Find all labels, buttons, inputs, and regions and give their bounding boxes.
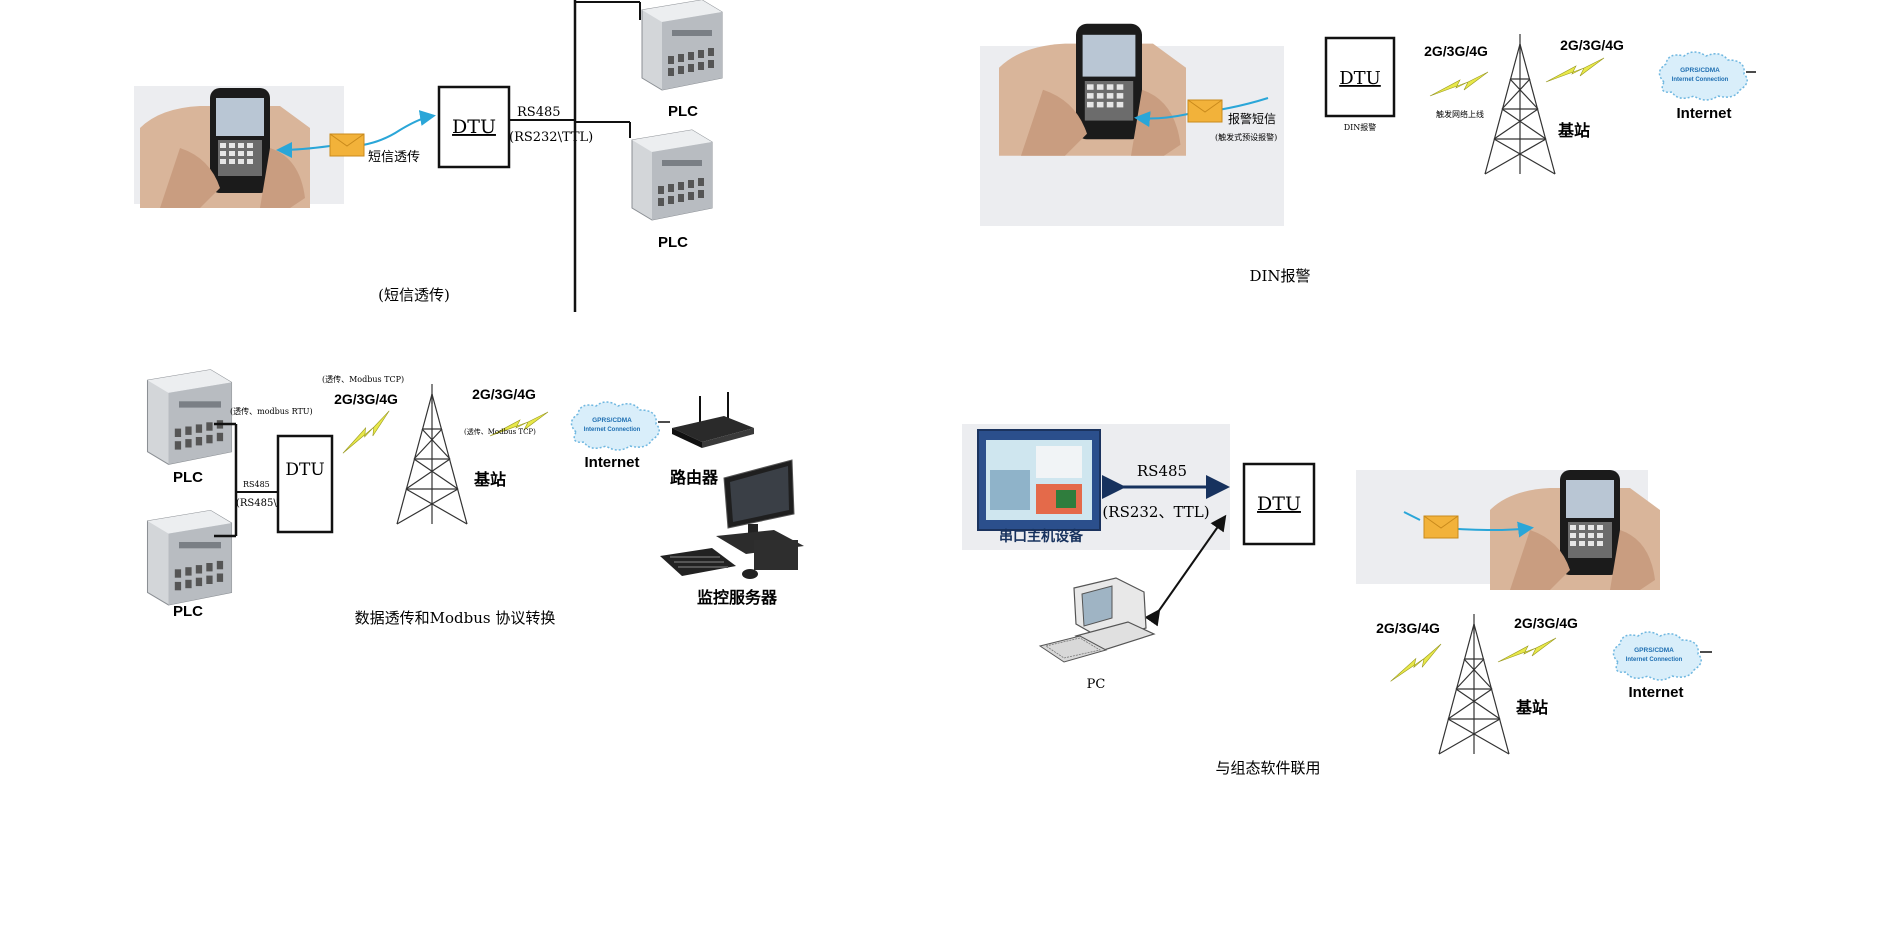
internet-label: Internet [1628, 684, 1683, 701]
dtu-label: DTU [1339, 68, 1381, 89]
pc-icon [1038, 577, 1156, 663]
base-tower-icon [1438, 613, 1510, 755]
proto-net-label: (透传、Modbus TCP) [322, 374, 404, 384]
rs485-label: RS485 [243, 480, 270, 489]
cloud-line2: Internet Connection [584, 427, 641, 433]
network-left-label: 2G/3G/4G [1424, 43, 1488, 59]
caption-scada: 与组态软件联用 [1215, 759, 1320, 777]
alarm-arrow-left [1134, 111, 1189, 128]
pc-label: PC [1087, 677, 1106, 692]
rs485-label: RS485 [517, 105, 561, 120]
base-station-label: 基站 [1557, 121, 1590, 140]
dtu-label: DTU [452, 116, 496, 138]
internet-cloud-icon [570, 401, 660, 451]
router-icon [672, 392, 754, 448]
router-label: 路由器 [670, 468, 719, 487]
base-tower-icon [396, 383, 468, 525]
dtu-box [1242, 462, 1316, 546]
proto-left-label: (透传、modbus RTU) [230, 406, 313, 416]
monitor-server-icon [660, 459, 804, 579]
plc-bottom-label: PLC [173, 603, 203, 620]
wireless-bolt-icon [1429, 71, 1489, 97]
envelope-icon [1187, 99, 1223, 123]
cloud-line1: GPRS/CDMA [592, 417, 632, 424]
network-left-label: 2G/3G/4G [1376, 620, 1440, 636]
wireless-bolt-icon [1497, 637, 1557, 663]
envelope-icon [1423, 515, 1459, 539]
plc-top-label: PLC [668, 103, 698, 120]
sms-arrow-left [276, 141, 331, 158]
internet-cloud-icon [1612, 631, 1702, 681]
alarm-sms-label: 报警短信 [1228, 111, 1276, 126]
internet-label: Internet [1676, 105, 1731, 122]
rs232-ttl-label: (RS232、TTL) [1102, 503, 1209, 521]
serial-host-device-icon [977, 429, 1101, 531]
panel-din: 报警短信 (触发式预设报警) DTU DIN报警 2G/3G/4G 触发网络上线… [980, 23, 1756, 285]
wireless-bolt-icon [334, 410, 398, 454]
panel-sms: 短信透传 DTU RS485 (RS232\TTL) PLC PLC (短信透传… [134, 0, 723, 312]
dtu-label: DTU [285, 460, 324, 480]
envelope-icon [329, 133, 365, 157]
plc-top-icon [146, 369, 233, 465]
base-station-label: 基站 [1515, 698, 1548, 717]
network-right-label: 2G/3G/4G [472, 386, 536, 402]
dtu-box [276, 434, 334, 534]
dtu-sub-label: DIN报警 [1344, 122, 1377, 132]
network-left-label: 2G/3G/4G [334, 391, 398, 407]
base-tower-icon [1484, 33, 1556, 175]
network-left-sub: 触发网络上线 [1436, 109, 1484, 119]
cloud-line2: Internet Connection [1626, 657, 1683, 663]
wireless-bolt-icon [1545, 57, 1605, 83]
plc-top-icon [641, 0, 723, 91]
cloud-line2: Internet Connection [1672, 77, 1729, 83]
network-right-label: 2G/3G/4G [1560, 37, 1624, 53]
sms-label: 短信透传 [368, 150, 420, 165]
serial-host-label: 串口主机设备 [999, 528, 1084, 544]
proto-tcp-label: (透传、Modbus TCP) [464, 427, 536, 436]
caption-modbus: 数据透传和Modbus 协议转换 [355, 609, 556, 627]
plc-bottom-icon [146, 509, 233, 606]
rs485-label: RS485 [1137, 462, 1187, 480]
plc-top-label: PLC [173, 469, 203, 486]
caption-din: DIN报警 [1249, 267, 1310, 285]
monitor-server-label: 监控服务器 [697, 588, 778, 607]
dtu-box [437, 85, 511, 169]
pc-link-arrow [1144, 514, 1227, 627]
caption-sms: (短信透传) [378, 286, 450, 304]
internet-label: Internet [584, 454, 639, 471]
panel-modbus: PLC PLC RS485 (RS485\TTL) (透传、modbus RTU… [146, 369, 804, 627]
phone-in-hand-icon [999, 23, 1186, 156]
cloud-line1: GPRS/CDMA [1680, 67, 1720, 74]
dtu-label: DTU [1257, 493, 1301, 515]
alarm-sub-label: (触发式预设报警) [1215, 132, 1277, 142]
plc-bottom-label: PLC [658, 234, 688, 251]
wireless-bolt-icon [1384, 643, 1448, 682]
base-station-label: 基站 [473, 470, 506, 489]
dtu-box [1324, 36, 1396, 118]
plc-bottom-icon [631, 129, 713, 221]
rs485-ttl-label: (RS485\TTL) [236, 498, 301, 509]
rs232-ttl-label: (RS232\TTL) [509, 130, 593, 145]
network-right-label: 2G/3G/4G [1514, 615, 1578, 631]
cloud-line1: GPRS/CDMA [1634, 647, 1674, 654]
internet-cloud-icon [1658, 51, 1748, 101]
panel-scada: 串口主机设备 RS485 (RS232、TTL) DTU PC 2G/3G/4G… [962, 424, 1712, 777]
